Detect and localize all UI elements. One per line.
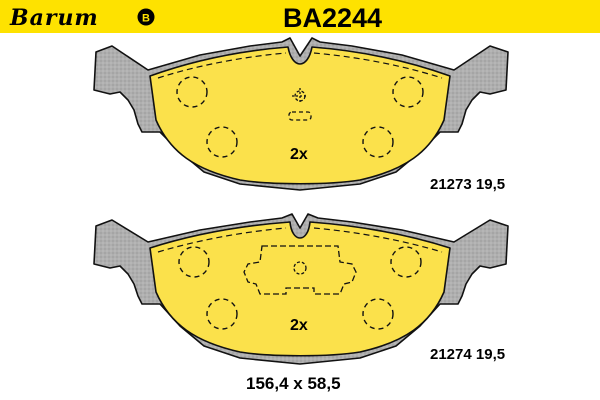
brand-logo: Barum B (9, 5, 155, 31)
dashed-circle (206, 126, 238, 158)
pad-code-top: 21273 19,5 (430, 176, 505, 193)
dashed-circle (178, 246, 210, 278)
center-hole-icon (293, 261, 307, 275)
brand-logo-text: Barum (9, 5, 99, 31)
brand-logo-badge-icon (137, 8, 155, 26)
part-number: BA2244 (283, 3, 382, 33)
friction-lining-bottom (149, 221, 451, 357)
friction-lining-top (149, 46, 451, 185)
chamfer-line-top (157, 52, 443, 79)
center-marking-icon (288, 88, 312, 121)
dashed-circle (176, 76, 208, 108)
brake-pad-top (93, 37, 509, 191)
chamfer-line-bottom (157, 227, 443, 253)
dashed-circle (362, 126, 394, 158)
dashed-circle (392, 76, 424, 108)
pad-dimensions: 156,4 x 58,5 (246, 374, 341, 393)
pad-code-bottom: 21274 19,5 (430, 346, 505, 363)
pad-quantity-top: 2x (290, 146, 308, 163)
header-bar (0, 0, 600, 33)
spring-clip-outline (243, 245, 357, 295)
dashed-circle (206, 298, 238, 330)
brake-pad-bottom (93, 213, 509, 365)
pad-quantity-bottom: 2x (290, 317, 308, 334)
dashed-circle (362, 298, 394, 330)
svg-text:B: B (142, 13, 150, 25)
dashed-circle (390, 246, 422, 278)
